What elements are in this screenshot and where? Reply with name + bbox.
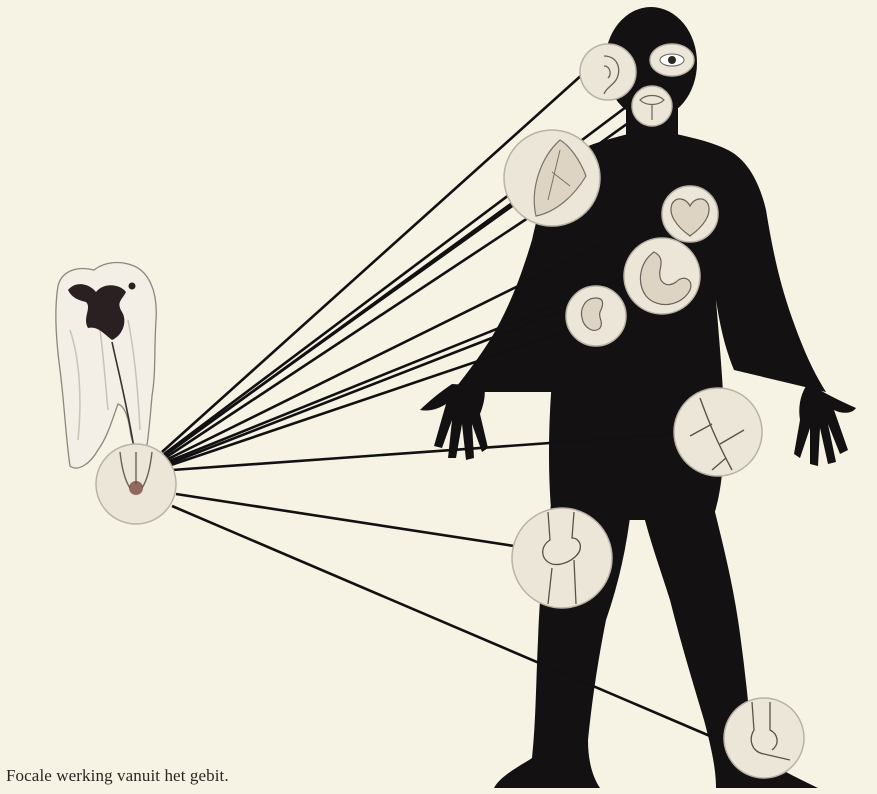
focal-line-knee xyxy=(176,494,514,546)
eye-icon xyxy=(650,44,694,76)
kidney-icon xyxy=(566,286,626,346)
stomach-icon xyxy=(624,238,700,314)
focal-line-ankle xyxy=(172,506,724,742)
ear-icon xyxy=(580,44,636,100)
mouth-icon xyxy=(632,86,672,126)
silhouette-right-hand xyxy=(794,384,856,466)
human-silhouette xyxy=(420,7,856,788)
blood-vessel-icon xyxy=(674,388,762,476)
abscess-icon xyxy=(129,481,143,495)
lung-icon xyxy=(504,130,600,226)
heart-icon xyxy=(662,186,718,242)
ankle-joint-icon xyxy=(724,698,804,778)
tooth-icon xyxy=(56,263,156,469)
figure-caption: Focale werking vanuit het gebit. xyxy=(6,766,229,786)
root-apex-inset xyxy=(96,444,176,524)
knee-joint-icon xyxy=(512,508,612,608)
tooth-caries-spot xyxy=(129,283,136,290)
